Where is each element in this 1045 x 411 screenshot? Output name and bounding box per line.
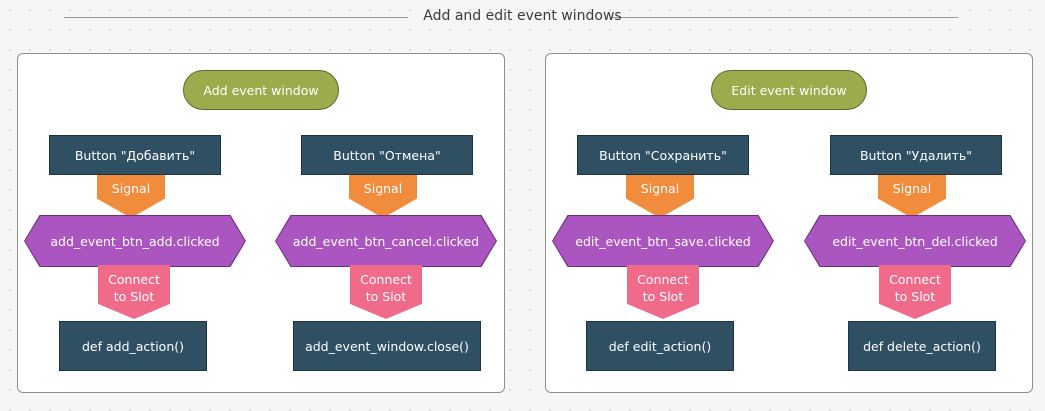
event-hexagon-delete: edit_event_btn_del.clicked [805,216,1025,266]
action-node-add: def add_action() [59,321,207,371]
diagram-title-wrap: Add and edit event windows [0,8,1045,24]
action-node-close: add_event_window.close() [293,321,481,371]
event-hexagon-cancel: add_event_btn_cancel.clicked [276,216,496,266]
title-line-right [612,17,958,18]
connect-label-line1: Connect [889,272,941,287]
connect-label-line1: Connect [108,272,160,287]
diagram-title: Add and edit event windows [423,8,622,24]
connect-label-line2: to Slot [365,289,407,304]
connect-label-line2: to Slot [113,289,155,304]
connect-label-line2: to Slot [894,289,936,304]
event-hexagon-add: add_event_btn_add.clicked [25,216,245,266]
event-hexagon-save: edit_event_btn_save.clicked [553,216,773,266]
button-node-save: Button "Сохранить" [577,135,749,175]
action-node-edit: def edit_action() [586,321,734,371]
action-node-delete: def delete_action() [848,321,996,371]
connect-label-line1: Connect [637,272,689,287]
button-node-delete: Button "Удалить" [830,135,1002,175]
title-line-left [64,17,408,18]
button-node-cancel: Button "Отмена" [301,135,473,175]
pill-edit-event-window: Edit event window [711,70,867,110]
connect-label-line2: to Slot [642,289,684,304]
pill-add-event-window: Add event window [183,70,339,110]
button-node-add: Button "Добавить" [49,135,221,175]
connect-label-line1: Connect [360,272,412,287]
